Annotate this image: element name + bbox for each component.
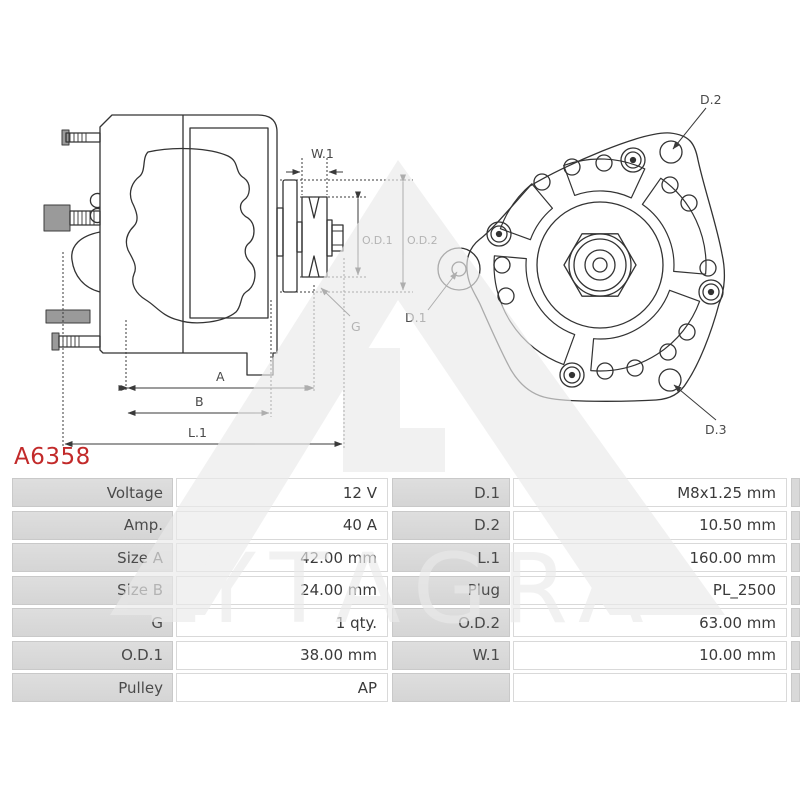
spec-label: O.D.1 <box>12 640 173 670</box>
spec-value: 10.00 mm <box>513 640 787 670</box>
bolt-head-bottom <box>51 332 60 351</box>
rotor-silhouette <box>125 147 256 324</box>
dim-label-od1: O.D.1 <box>362 234 393 247</box>
rear-flange-disc <box>282 179 298 293</box>
dim-label-d3: D.3 <box>705 422 727 437</box>
shaft-nut-hex <box>563 233 637 297</box>
spec-value <box>513 673 787 702</box>
mount-lug-bar <box>45 309 91 324</box>
v-pulley <box>301 196 328 278</box>
spec-value: AP <box>176 673 388 702</box>
dim-label-w1: W.1 <box>311 146 334 161</box>
front-view-drawing <box>437 132 726 402</box>
spec-label: W.1 <box>392 640 510 670</box>
part-number: A6358 <box>14 444 91 470</box>
dimension-lines <box>62 158 413 448</box>
rotor-face <box>536 201 664 329</box>
dim-label-l1: L.1 <box>188 425 207 440</box>
ringed-holes <box>486 147 724 388</box>
bolt-head-main <box>43 204 71 232</box>
spec-label <box>392 673 510 702</box>
dim-label-a: A <box>216 369 225 384</box>
spec-label: Pulley <box>12 673 173 702</box>
mount-ear <box>437 247 481 291</box>
d2-hole <box>659 140 683 164</box>
dim-label-b: B <box>195 394 204 409</box>
dim-label-d2: D.2 <box>700 92 722 107</box>
front-face-outline <box>466 132 726 402</box>
shaft-nut <box>331 224 344 252</box>
dim-label-od2: O.D.2 <box>407 234 438 247</box>
dim-label-g: G <box>351 319 361 334</box>
dim-label-d1: D.1 <box>405 310 427 325</box>
table-row: O.D.1 38.00 mm W.1 10.00 mm <box>12 640 800 670</box>
side-view-drawing <box>43 114 344 376</box>
spec-value: 38.00 mm <box>176 640 388 670</box>
